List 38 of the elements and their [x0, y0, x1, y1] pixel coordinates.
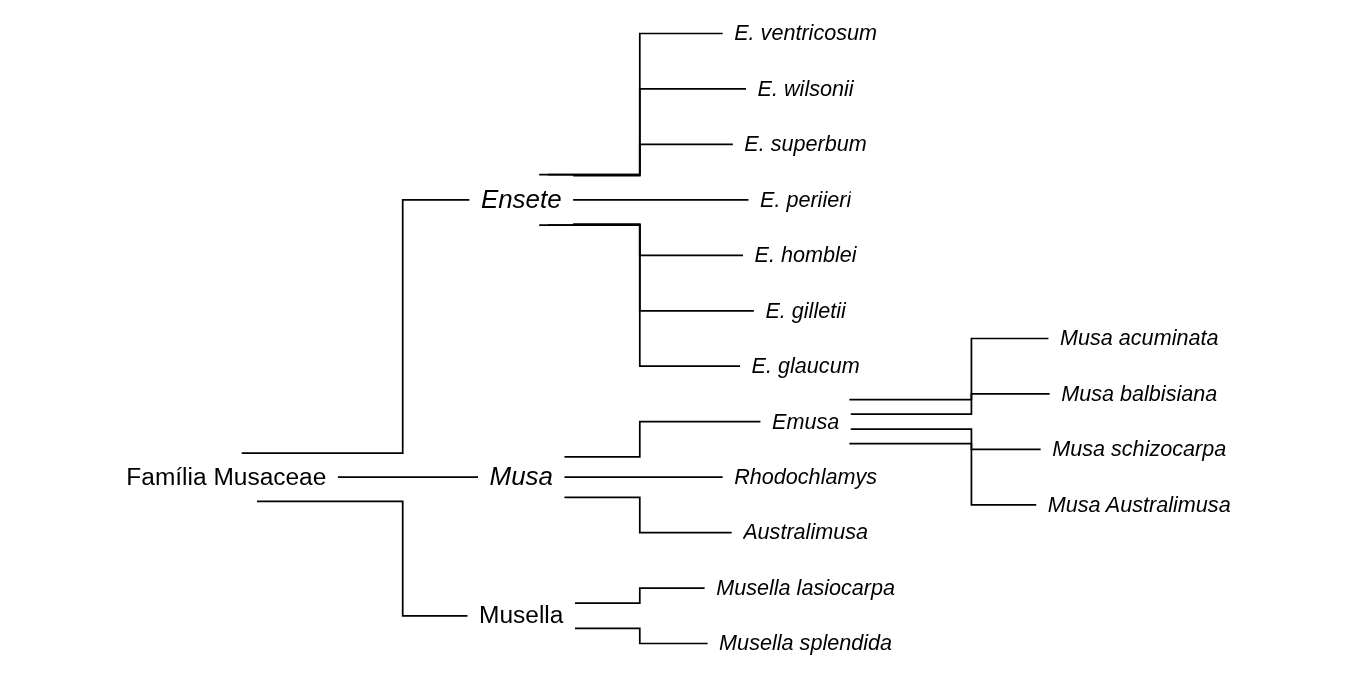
- node-text: Família Musaceae: [126, 463, 327, 491]
- node-text: Musella splendida: [719, 630, 893, 655]
- connector: [572, 199, 750, 201]
- connector: [256, 500, 469, 617]
- connector: [849, 428, 1042, 451]
- connector: [574, 627, 709, 645]
- node-text: Musella lasiocarpa: [716, 574, 896, 600]
- node-text: Ensete: [480, 184, 562, 214]
- connector: [547, 88, 747, 176]
- connector: [240, 199, 471, 454]
- node-text: Musa schizocarpa: [1052, 436, 1227, 461]
- connector: [574, 587, 706, 605]
- connector: [538, 32, 724, 176]
- connector: [572, 223, 744, 257]
- connector: [848, 442, 1038, 506]
- connector: [563, 420, 762, 458]
- node-text: E. wilsonii: [757, 75, 854, 101]
- connector: [538, 224, 741, 368]
- node-text: Musa acuminata: [1059, 325, 1219, 350]
- connector: [337, 476, 479, 478]
- node-text: Rhodochlamys: [734, 463, 878, 489]
- node-text: Musa balbisiana: [1061, 380, 1218, 406]
- node-text: Musa Australimusa: [1047, 491, 1231, 517]
- connector: [563, 476, 724, 478]
- node-text: E. gilletii: [765, 297, 846, 322]
- connector: [563, 496, 733, 534]
- node-text: E. periieri: [759, 186, 852, 212]
- node-text: E. superbum: [744, 131, 867, 156]
- connector: [572, 143, 734, 177]
- node-text: E. ventricosum: [734, 20, 878, 45]
- node-text: E. glaucum: [751, 352, 860, 378]
- node-text: E. homblei: [754, 241, 857, 267]
- node-text: Australimusa: [743, 519, 869, 544]
- node-text: Musa: [489, 462, 553, 491]
- node-text: Emusa: [771, 408, 840, 433]
- node-text: Musella: [479, 601, 564, 630]
- connector: [848, 337, 1050, 401]
- connector: [849, 393, 1051, 415]
